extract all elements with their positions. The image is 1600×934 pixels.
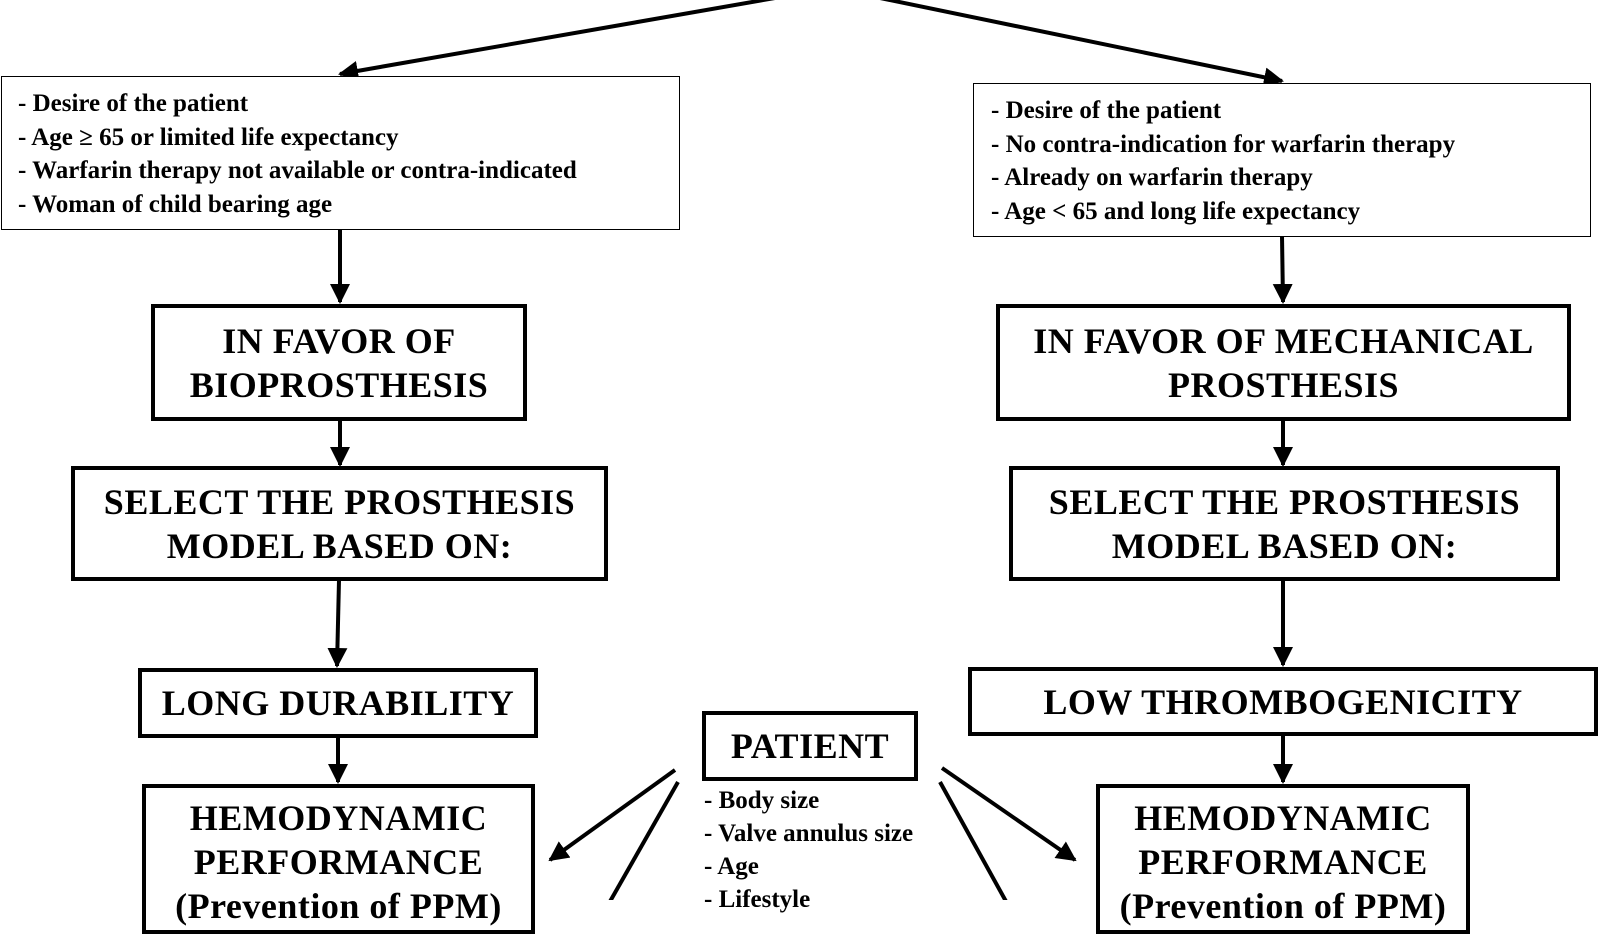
arrow-patient-to-bio-hemo <box>548 768 677 862</box>
mech-hemo-line: PERFORMANCE <box>1138 842 1428 882</box>
mech-select-line: MODEL BASED ON: <box>1111 525 1458 566</box>
bio-favor-line: BIOPROSTHESIS <box>189 364 489 405</box>
bio-hemo-line: (Prevention of PPM) <box>175 886 502 926</box>
long-durability-box: LONG DURABILITY <box>138 668 538 738</box>
arrow-top-to-bio-criteria <box>338 0 776 81</box>
patient-factor: - Body size <box>704 787 820 814</box>
mech-hemodynamic-box: HEMODYNAMIC PERFORMANCE (Prevention of P… <box>1096 784 1470 934</box>
in-favor-bioprosthesis-box: IN FAVOR OF BIOPROSTHESIS <box>151 304 527 421</box>
patient-factor: - Valve annulus size <box>704 820 914 847</box>
low-thrombogenicity-box: LOW THROMBOGENICITY <box>968 667 1598 736</box>
arrow-mech-criteria-to-favor <box>1272 235 1293 304</box>
bio-select-line: SELECT THE PROSTHESIS <box>103 481 576 522</box>
bio-hemo-line: PERFORMANCE <box>193 842 484 882</box>
long-durability-label: LONG DURABILITY <box>161 683 515 723</box>
bio-select-model-box: SELECT THE PROSTHESIS MODEL BASED ON: <box>71 466 608 581</box>
bio-criterion: - Age ≥ 65 or limited life expectancy <box>18 123 399 151</box>
bio-hemodynamic-box: HEMODYNAMIC PERFORMANCE (Prevention of P… <box>142 784 535 934</box>
bio-criterion: - Woman of child bearing age <box>18 190 333 218</box>
bio-criterion: - Warfarin therapy not available or cont… <box>18 157 577 184</box>
arrow-patient-down-left <box>608 781 680 900</box>
mech-criterion: - Already on warfarin therapy <box>991 164 1313 191</box>
bio-criterion: - Desire of the patient <box>18 90 249 117</box>
low-thrombogenicity-label: LOW THROMBOGENICITY <box>1043 681 1523 722</box>
patient-box: PATIENT <box>702 711 918 781</box>
mech-favor-line: PROSTHESIS <box>1167 364 1400 405</box>
bio-select-line: MODEL BASED ON: <box>166 525 513 566</box>
mech-criterion: - Age < 65 and long life expectancy <box>991 197 1361 225</box>
mech-criterion: - No contra-indication for warfarin ther… <box>991 130 1456 158</box>
bio-hemo-line: HEMODYNAMIC <box>189 798 488 838</box>
patient-title: PATIENT <box>730 726 890 766</box>
patient-factors-list: - Body size - Valve annulus size - Age -… <box>704 784 913 916</box>
arrow-top-to-mech-criteria <box>879 0 1284 88</box>
mech-criterion: - Desire of the patient <box>991 97 1222 124</box>
mech-hemo-line: (Prevention of PPM) <box>1119 886 1447 926</box>
mech-select-line: SELECT THE PROSTHESIS <box>1048 481 1521 522</box>
mechanical-criteria-box: - Desire of the patient - No contra-indi… <box>973 83 1591 237</box>
patient-factor: - Age <box>704 853 759 880</box>
arrow-bio-select-to-durability <box>327 579 348 668</box>
arrow-patient-down-right <box>938 781 1008 900</box>
mech-hemo-line: HEMODYNAMIC <box>1134 798 1432 838</box>
mech-favor-line: IN FAVOR OF MECHANICAL <box>1033 320 1534 361</box>
mech-select-model-box: SELECT THE PROSTHESIS MODEL BASED ON: <box>1009 466 1560 581</box>
bioprosthesis-criteria-box: - Desire of the patient - Age ≥ 65 or li… <box>1 76 680 230</box>
bio-favor-line: IN FAVOR OF <box>222 320 456 361</box>
in-favor-mechanical-box: IN FAVOR OF MECHANICAL PROSTHESIS <box>996 304 1571 421</box>
arrow-patient-to-mech-hemo <box>940 766 1077 862</box>
